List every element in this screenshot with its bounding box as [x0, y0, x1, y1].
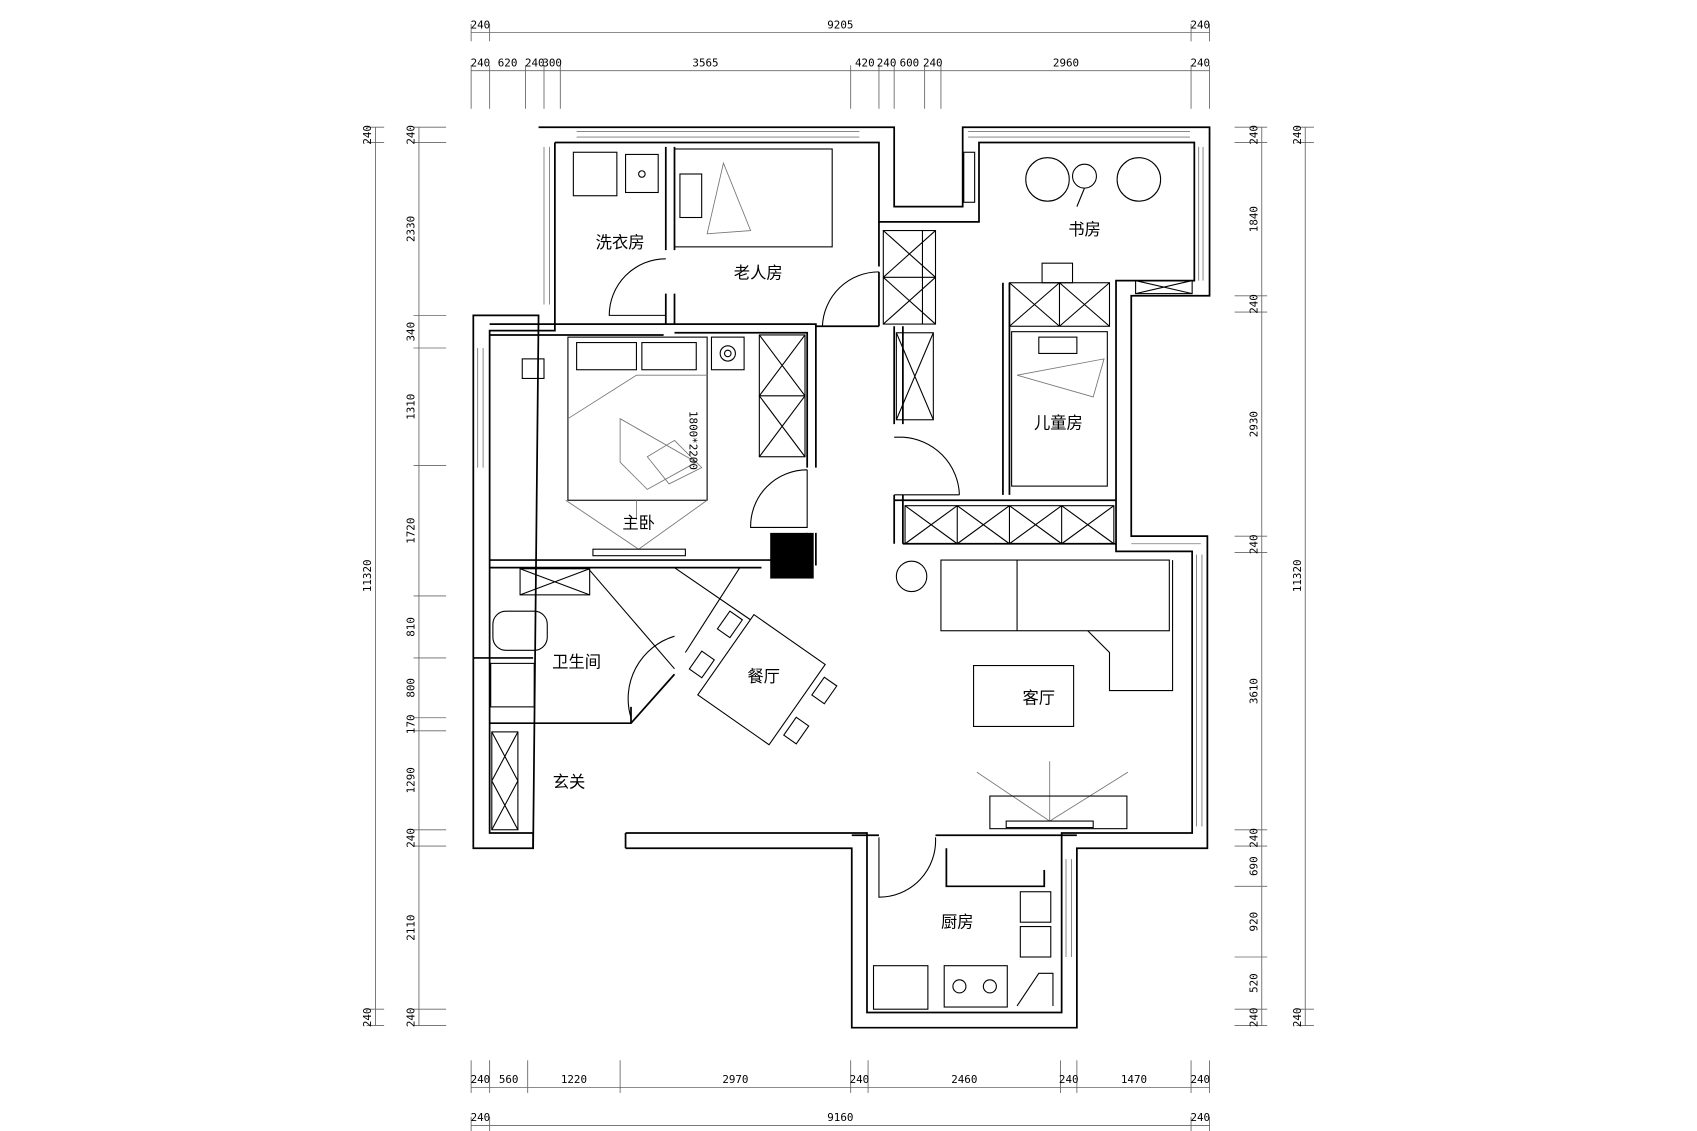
stove — [943, 965, 1008, 1008]
elder-bed — [673, 148, 833, 248]
dining-table — [697, 613, 826, 746]
dimension-label: 170 — [405, 714, 418, 734]
fridge — [872, 965, 929, 1010]
dimension-label: 690 — [1247, 856, 1260, 876]
dimension-label: 240 — [405, 125, 418, 145]
dimension-label: 520 — [1247, 973, 1260, 993]
dimension-label: 240 — [923, 56, 943, 69]
dimension-label: 1720 — [405, 518, 418, 544]
furniture — [490, 148, 1174, 1010]
dimension-label: 2460 — [951, 1073, 977, 1086]
dimension-label: 2960 — [1053, 56, 1079, 69]
dimension-label: 240 — [471, 1073, 491, 1086]
dimension-label: 240 — [1247, 1008, 1260, 1028]
dimension-label: 620 — [498, 56, 518, 69]
dimension-label: 1290 — [405, 767, 418, 793]
sofa — [940, 559, 1170, 632]
dimension-label: 240 — [1291, 1008, 1304, 1028]
room-label-kids-room: 儿童房 — [1034, 413, 1083, 432]
dimension-label: 240 — [471, 18, 491, 31]
room-label-kitchen: 厨房 — [941, 913, 974, 932]
dimension-label: 2330 — [405, 216, 418, 242]
dimension-label: 240 — [361, 125, 374, 145]
dimension-label: 240 — [471, 1111, 491, 1124]
dimension-label: 2930 — [1247, 411, 1260, 437]
dimension-label: 920 — [1247, 912, 1260, 932]
dimension-label: 2110 — [405, 915, 418, 941]
dimension-label: 11320 — [361, 559, 374, 592]
room-label-bathroom: 卫生间 — [552, 653, 601, 672]
dimension-label: 240 — [361, 1008, 374, 1028]
exterior-walls — [472, 126, 1211, 1029]
dimension-label: 3565 — [692, 56, 718, 69]
room-label-elder-room: 老人房 — [734, 263, 783, 282]
dimension-label: 240 — [405, 828, 418, 848]
dimension-label: 420 — [855, 56, 875, 69]
washing-machine — [572, 151, 618, 197]
dimension-label: 1840 — [1247, 206, 1260, 232]
dimension-label: 11320 — [1291, 559, 1304, 592]
kitchen-sink — [1019, 926, 1052, 958]
wardrobes — [491, 151, 1193, 831]
dimension-label: 3610 — [1247, 678, 1260, 704]
room-label-study: 书房 — [1068, 220, 1101, 239]
dimension-label: 560 — [499, 1073, 519, 1086]
dimension-label: 240 — [525, 56, 545, 69]
dimension-label: 240 — [1247, 534, 1260, 554]
dimension-label: 240 — [1190, 1111, 1210, 1124]
coffee-table — [973, 665, 1075, 727]
bathroom-sink — [490, 662, 535, 708]
dimension-label: 340 — [405, 322, 418, 342]
dimension-label: 240 — [877, 56, 897, 69]
room-label-master-bedroom: 主卧 — [622, 514, 655, 533]
dimension-label: 240 — [1190, 56, 1210, 69]
dimension-label: 9160 — [827, 1111, 853, 1124]
dimension-label: 240 — [405, 1008, 418, 1028]
dimension-label: 300 — [542, 56, 562, 69]
dimension-label: 9205 — [827, 18, 853, 31]
structural-column — [770, 532, 814, 579]
dimension-label: 240 — [1190, 18, 1210, 31]
dimension-label: 600 — [900, 56, 920, 69]
room-label-dining: 餐厅 — [747, 667, 780, 686]
dimension-label: 240 — [1247, 294, 1260, 314]
room-label-laundry: 洗衣房 — [596, 233, 645, 252]
dimension-label: 240 — [1247, 828, 1260, 848]
dimension-label: 240 — [850, 1073, 870, 1086]
toilet — [492, 610, 548, 651]
room-label-entrance: 玄关 — [553, 772, 586, 791]
room-label-living: 客厅 — [1023, 689, 1056, 708]
dimension-label: 800 — [405, 678, 418, 698]
dimension-label: 240 — [1291, 125, 1304, 145]
dimension-label: 810 — [405, 617, 418, 637]
kids-bed — [1011, 331, 1108, 487]
bed-size-label: 1800*2200 — [687, 411, 700, 470]
dimension-label: 1220 — [561, 1073, 587, 1086]
dimension-label: 240 — [1059, 1073, 1079, 1086]
dimension-label: 1470 — [1121, 1073, 1147, 1086]
doors — [608, 258, 960, 898]
dimension-label: 240 — [1247, 125, 1260, 145]
dimension-label: 2970 — [722, 1073, 748, 1086]
dimension-label: 1310 — [405, 394, 418, 420]
room-labels: 洗衣房 老人房 书房 儿童房 主卧 卫生间 餐厅 客厅 玄关 厨房 1800*2… — [552, 220, 1101, 932]
dimension-label: 240 — [471, 56, 491, 69]
dimension-label: 240 — [1190, 1073, 1210, 1086]
